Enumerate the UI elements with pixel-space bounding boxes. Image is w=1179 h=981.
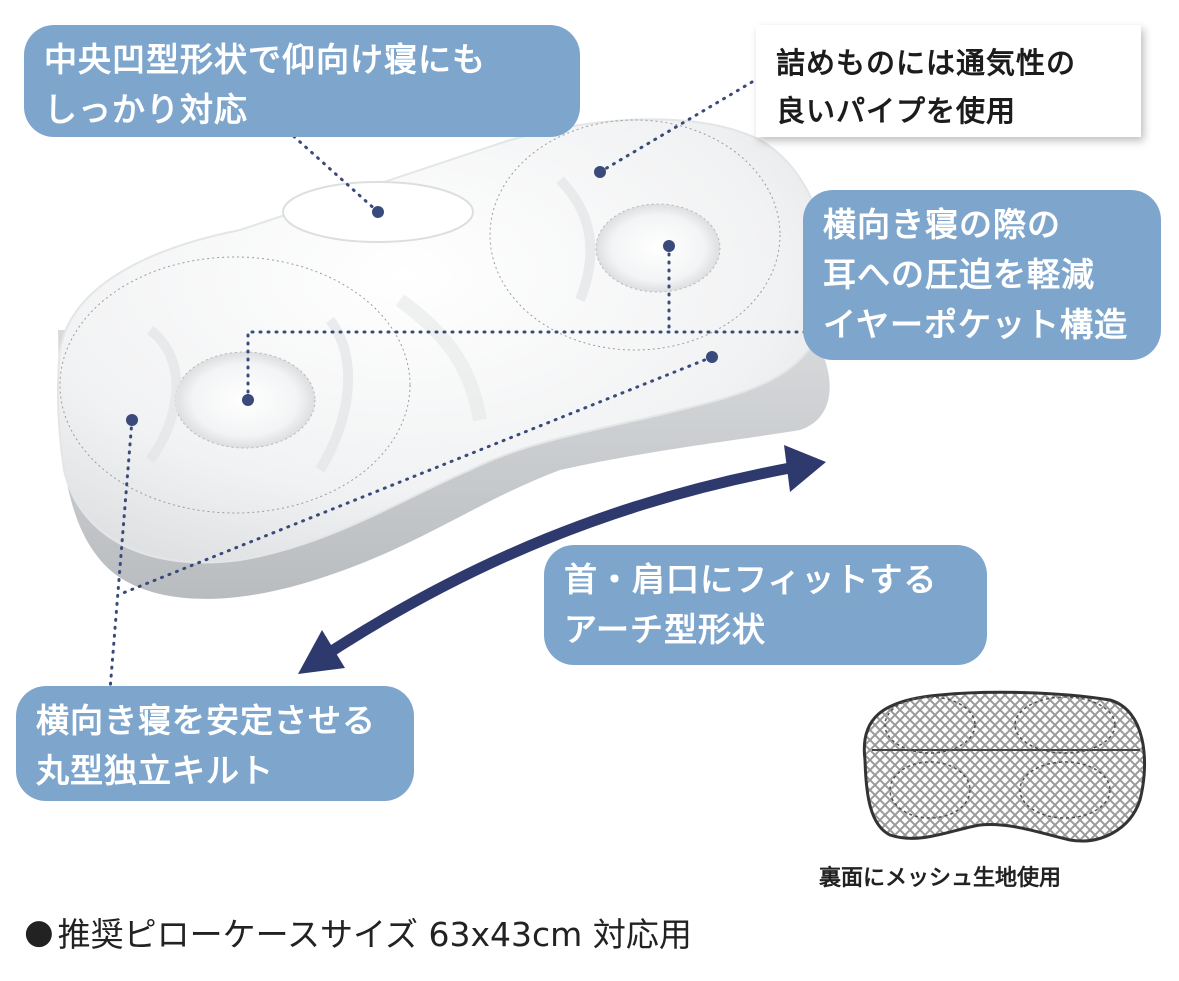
arch-arrow-head-right [784, 445, 826, 492]
bullet-icon: ● [24, 912, 54, 952]
arch-arrow-head-left [298, 630, 345, 674]
pillowcase-size-text: 推奨ピローケースサイズ 63x43cm 対応用 [57, 915, 692, 954]
arch-arrow-body [314, 462, 792, 665]
callout-line: しっかり対応 [44, 90, 248, 129]
callout-line: 丸型独立キルト [36, 751, 274, 790]
callout-line: 横向き寝の際の [823, 205, 1061, 244]
callout-line: イヤーポケット構造 [823, 305, 1129, 344]
callout-line: 横向き寝を安定させる [36, 701, 376, 740]
callout-center-concave: 中央凹型形状で仰向け寝にも しっかり対応 [24, 25, 580, 137]
callout-round-quilt: 横向き寝を安定させる 丸型独立キルト [16, 686, 414, 801]
note-line: 詰めものには通気性の [776, 46, 1077, 80]
callout-arch-shape: 首・肩口にフィットする アーチ型形状 [544, 545, 987, 665]
callout-line: アーチ型形状 [564, 610, 767, 649]
pillowcase-size-note: ● 推奨ピローケースサイズ 63x43cm 対応用 [24, 908, 692, 956]
right-ear-pocket [595, 203, 721, 293]
mesh-back-view [862, 690, 1146, 843]
callout-line: 耳への圧迫を軽減 [823, 255, 1095, 294]
right-quilt-circle [489, 119, 781, 351]
leader-endpoints [126, 166, 718, 426]
note-pipe-filling: 詰めものには通気性の 良いパイプを使用 [756, 25, 1141, 137]
left-quilt-circle [59, 256, 411, 514]
mesh-caption: 裏面にメッシュ生地使用 [819, 866, 1062, 891]
callout-line: 中央凹型形状で仰向け寝にも [44, 40, 486, 79]
callout-ear-pocket: 横向き寝の際の 耳への圧迫を軽減 イヤーポケット構造 [803, 190, 1161, 360]
callout-line: 首・肩口にフィットする [564, 560, 938, 599]
note-line: 良いパイプを使用 [776, 94, 1017, 128]
